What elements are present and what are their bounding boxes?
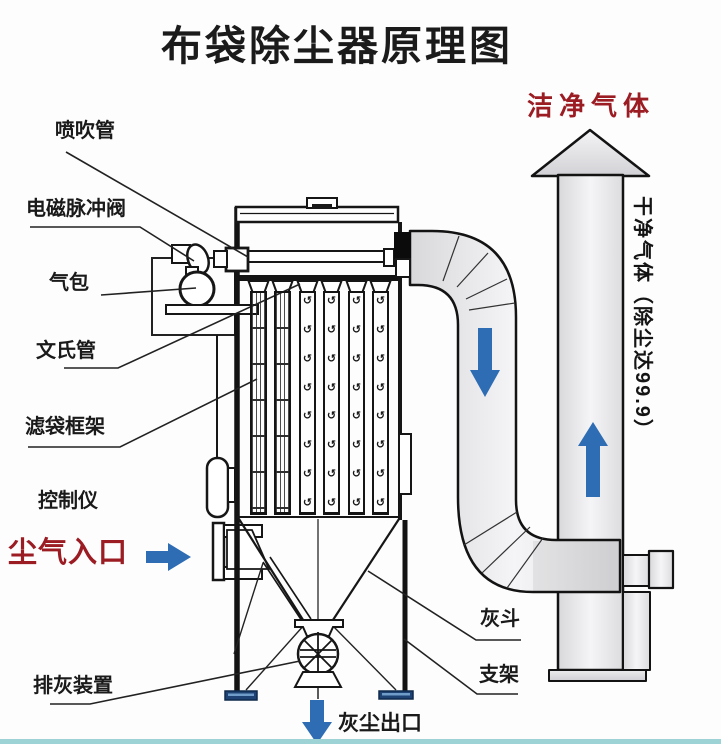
stack-rain-cap xyxy=(530,128,651,178)
filter-bag-cage xyxy=(274,291,291,515)
dust-swirl-icon: ↺ xyxy=(326,410,337,423)
label-pulse-valve: 电磁脉冲阀 xyxy=(26,198,126,220)
dust-swirl-icon: ↺ xyxy=(351,410,362,423)
top-cover xyxy=(234,205,400,224)
dust-swirl-icon: ↺ xyxy=(351,352,362,365)
dust-swirl-icon: ↺ xyxy=(326,496,337,509)
baghouse-body xyxy=(151,197,414,701)
controller-unit xyxy=(205,456,230,519)
filter-bag-dusty: ↺ ↺ ↺ ↺ ↺ ↺ ↺ ↺ xyxy=(299,291,316,515)
duct-down-arrow-icon xyxy=(470,328,500,397)
stack-up-arrow-icon xyxy=(578,422,608,497)
dust-swirl-icon: ↺ xyxy=(351,381,362,394)
dust-swirl-icon: ↺ xyxy=(302,352,313,365)
label-ash-discharge: 排灰装置 xyxy=(33,675,113,697)
label-clean-gas-vertical: 干净气体（除尘达99.9） xyxy=(631,196,653,441)
outlet-port xyxy=(394,232,411,259)
dust-swirl-icon: ↺ xyxy=(375,323,386,336)
label-blow-pipe: 喷吹管 xyxy=(55,120,115,142)
filter-bag-dusty: ↺ ↺ ↺ ↺ ↺ ↺ ↺ ↺ xyxy=(348,291,365,515)
label-support: 支架 xyxy=(479,664,519,686)
stack-foundation-plate xyxy=(548,669,647,682)
dust-swirl-icon: ↺ xyxy=(326,323,337,336)
label-dust-inlet: 尘气入口 xyxy=(8,537,129,569)
ash-hopper-shape xyxy=(238,518,400,699)
duct-segment-lines xyxy=(442,235,544,589)
dust-swirl-icon: ↺ xyxy=(375,468,386,481)
dust-swirl-icon: ↺ xyxy=(326,295,337,307)
inlet-flow-arrow-icon xyxy=(146,543,191,571)
fan-box xyxy=(647,549,675,590)
label-venturi: 文氏管 xyxy=(36,340,96,362)
dust-swirl-icon: ↺ xyxy=(326,468,337,481)
label-dust-outlet: 灰尘出口 xyxy=(338,712,422,735)
dust-swirl-icon: ↺ xyxy=(351,496,362,509)
dust-swirl-icon: ↺ xyxy=(375,295,386,307)
dust-swirl-icon: ↺ xyxy=(375,381,386,394)
leader-lines xyxy=(28,151,521,705)
label-controller: 控制仪 xyxy=(38,490,98,512)
dust-swirl-icon: ↺ xyxy=(375,439,386,452)
flow-arrows xyxy=(146,328,608,744)
dust-swirl-icon: ↺ xyxy=(302,295,313,307)
dust-swirl-icon: ↺ xyxy=(302,496,313,509)
dust-swirl-icon: ↺ xyxy=(326,352,337,365)
dust-swirl-icon: ↺ xyxy=(302,439,313,452)
filter-bag-cage xyxy=(250,291,267,515)
fan-duct xyxy=(622,554,650,587)
dust-swirl-icon: ↺ xyxy=(326,439,337,452)
dust-outlet-arrow-icon xyxy=(302,700,332,744)
dust-swirl-icon: ↺ xyxy=(302,323,313,336)
dust-swirl-icon: ↺ xyxy=(351,323,362,336)
label-bag-cage: 滤袋框架 xyxy=(25,416,105,438)
stack-body xyxy=(556,173,625,672)
dust-swirl-icon: ↺ xyxy=(326,381,337,394)
page-title: 布袋除尘器原理图 xyxy=(161,23,513,69)
clean-air-duct xyxy=(408,229,622,594)
dust-swirl-icon: ↺ xyxy=(302,468,313,481)
label-air-bag: 气包 xyxy=(49,272,89,294)
dust-swirl-icon: ↺ xyxy=(375,410,386,423)
dust-swirl-icon: ↺ xyxy=(351,468,362,481)
dust-swirl-icon: ↺ xyxy=(302,410,313,423)
label-ash-hopper: 灰斗 xyxy=(480,608,520,630)
blow-pipe xyxy=(213,246,395,273)
dust-swirl-icon: ↺ xyxy=(375,352,386,365)
label-clean-gas: 洁净气体 xyxy=(527,91,656,121)
foundation-plates xyxy=(224,690,414,701)
venturi-nozzles xyxy=(247,280,392,293)
footer-strip xyxy=(0,739,721,744)
dust-swirl-icon: ↺ xyxy=(302,381,313,394)
dust-swirl-icon: ↺ xyxy=(351,295,362,307)
dust-swirl-icon: ↺ xyxy=(375,496,386,509)
filter-bag-dusty: ↺ ↺ ↺ ↺ ↺ ↺ ↺ ↺ xyxy=(372,291,389,515)
tube-sheet xyxy=(234,275,402,281)
support-braces xyxy=(233,562,397,691)
filter-bag-dusty: ↺ ↺ ↺ ↺ ↺ ↺ ↺ ↺ xyxy=(323,291,340,515)
stack-side-column xyxy=(622,591,651,671)
dust-swirl-icon: ↺ xyxy=(351,439,362,452)
rotary-ash-valve xyxy=(293,619,344,688)
